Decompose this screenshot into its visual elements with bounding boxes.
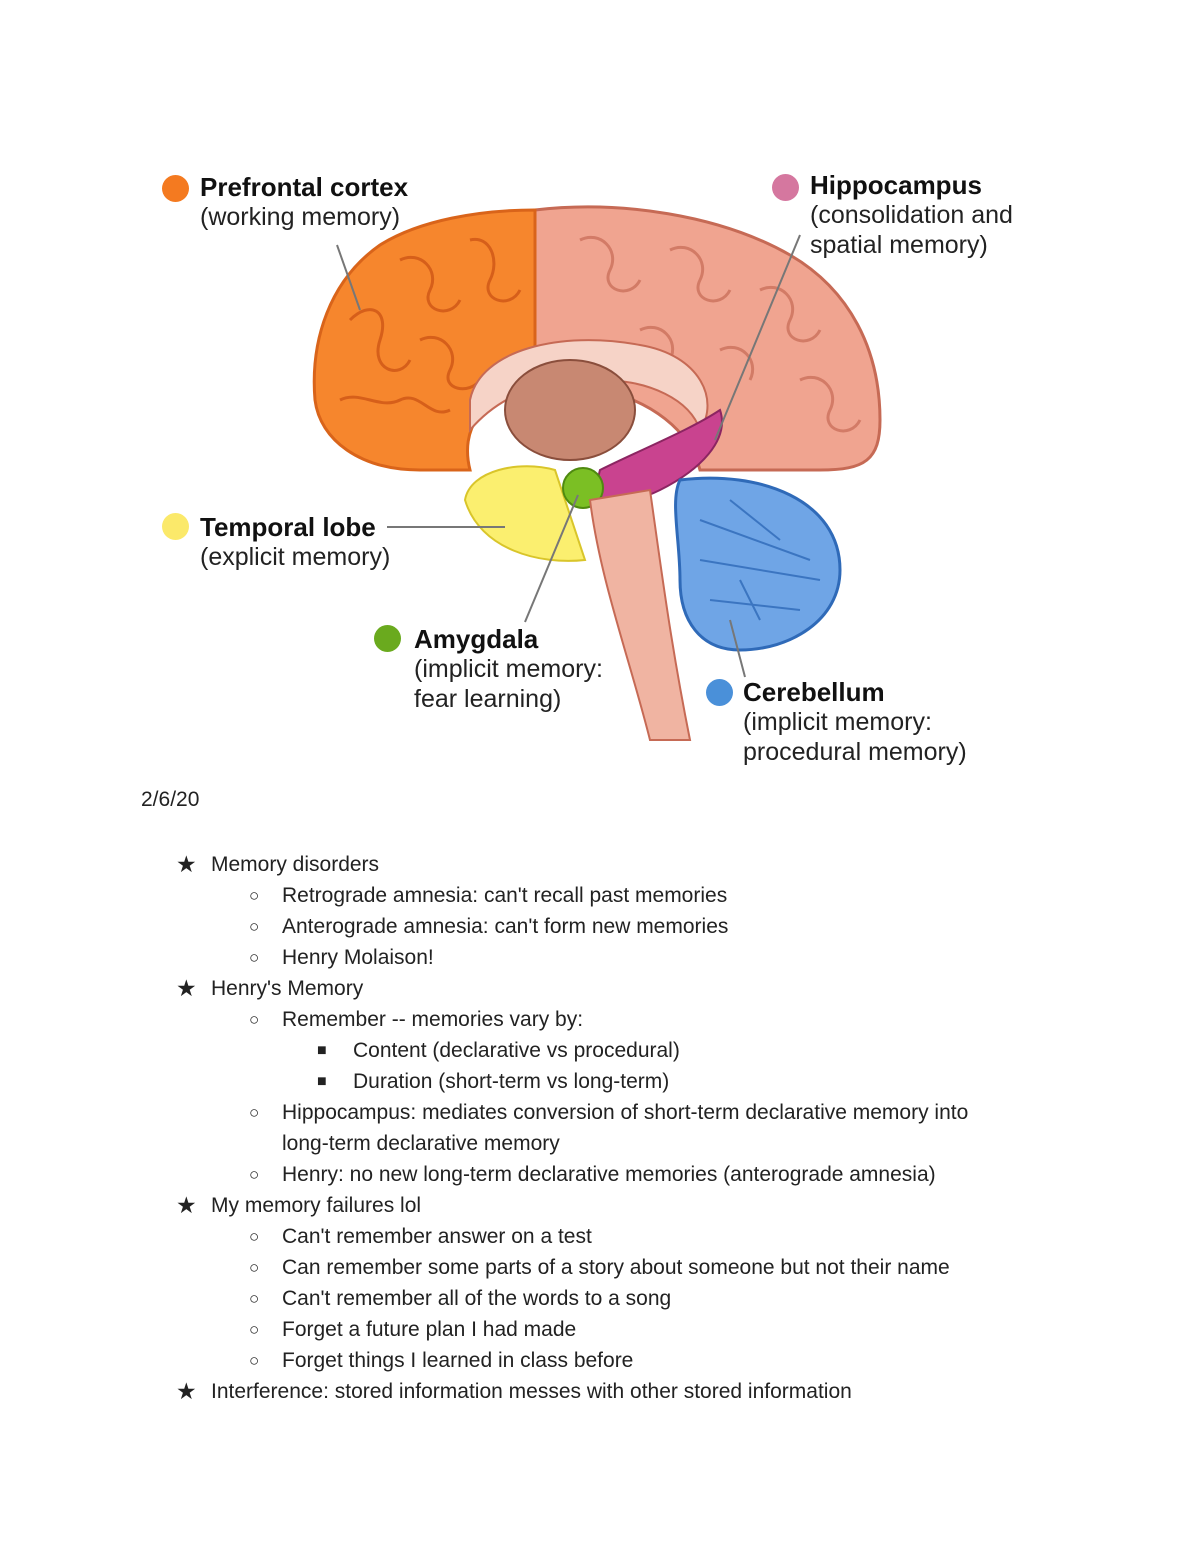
list-item: ★ Henry's Memory bbox=[0, 973, 1200, 1004]
list-item: ○ Can remember some parts of a story abou… bbox=[0, 1252, 1200, 1283]
brain-illustration bbox=[312, 205, 882, 741]
hippocampus-title: Hippocampus bbox=[810, 170, 982, 200]
cerebellum-folia bbox=[699, 499, 821, 621]
circle-bullet-icon: ○ bbox=[249, 1227, 260, 1246]
cerebellum-title: Cerebellum bbox=[743, 677, 885, 707]
cerebellum-desc-1: (implicit memory: bbox=[743, 708, 932, 736]
list-item: ○ Hippocampus: mediates conversion of sho… bbox=[0, 1097, 1200, 1128]
circle-bullet-icon: ○ bbox=[249, 1010, 260, 1029]
prefrontal-title: Prefrontal cortex bbox=[200, 172, 409, 202]
hippocampus-label: Hippocampus (consolidation and spatial m… bbox=[810, 170, 1013, 260]
cerebellum-label: Cerebellum (implicit memory: procedural … bbox=[743, 677, 967, 767]
brain-diagram: Prefrontal cortex (working memory) Hippo… bbox=[162, 170, 1013, 767]
circle-bullet-icon: ○ bbox=[249, 1351, 260, 1370]
amygdala-label: Amygdala (implicit memory: fear learning… bbox=[414, 624, 603, 714]
item-text: Retrograde amnesia: can't recall past me… bbox=[282, 884, 728, 907]
temporal-lobe-shape bbox=[463, 465, 587, 562]
item-text: Memory disorders bbox=[211, 853, 380, 876]
square-bullet-icon: ■ bbox=[317, 1042, 327, 1059]
item-text: Can't remember all of the words to a son… bbox=[282, 1287, 672, 1310]
temporal-label: Temporal lobe (explicit memory) bbox=[200, 512, 390, 572]
list-item: ★ Interference: stored information messes… bbox=[0, 1376, 1200, 1407]
star-bullet-icon: ★ bbox=[176, 1378, 197, 1404]
list-item: ○ Retrograde amnesia: can't recall past m… bbox=[0, 880, 1200, 911]
item-text: Anterograde amnesia: can't form new memo… bbox=[282, 915, 729, 938]
list-item: ○ Anterograde amnesia: can't form new mem… bbox=[0, 911, 1200, 942]
item-text: Henry: no new long-term declarative memo… bbox=[282, 1163, 936, 1186]
brainstem bbox=[588, 488, 692, 741]
circle-bullet-icon: ○ bbox=[249, 1289, 260, 1308]
item-text: Duration (short-term vs long-term) bbox=[353, 1070, 670, 1093]
item-text: Henry Molaison! bbox=[282, 946, 434, 969]
list-item-continuation: long-term declarative memory bbox=[0, 1128, 1200, 1159]
square-bullet-icon: ■ bbox=[317, 1073, 327, 1090]
prefrontal-desc: (working memory) bbox=[200, 203, 401, 231]
thalamus bbox=[504, 359, 636, 461]
circle-bullet-icon: ○ bbox=[249, 948, 260, 967]
list-item: ■ Duration (short-term vs long-term) bbox=[0, 1066, 1200, 1097]
hippocampus-dot bbox=[772, 174, 799, 201]
posterior-gyri bbox=[579, 235, 862, 433]
prefrontal-region bbox=[312, 208, 537, 472]
item-text: Can't remember answer on a test bbox=[282, 1225, 592, 1248]
item-text: Can remember some parts of a story about… bbox=[282, 1256, 950, 1279]
temporal-title: Temporal lobe bbox=[200, 512, 376, 542]
hippocampus-desc-1: (consolidation and bbox=[810, 201, 1013, 229]
amygdala-desc-2: fear learning) bbox=[414, 685, 562, 713]
amygdala-desc-1: (implicit memory: bbox=[414, 655, 603, 683]
list-item: ○ Can't remember answer on a test bbox=[0, 1221, 1200, 1252]
item-text: Content (declarative vs procedural) bbox=[353, 1039, 680, 1062]
circle-bullet-icon: ○ bbox=[249, 1103, 260, 1122]
leader-lines bbox=[336, 234, 801, 678]
list-item: ○ Can't remember all of the words to a so… bbox=[0, 1283, 1200, 1314]
prefrontal-dot bbox=[162, 175, 189, 202]
list-item: ★ Memory disorders bbox=[0, 849, 1200, 880]
hippocampus-desc-2: spatial memory) bbox=[810, 231, 988, 259]
prefrontal-gyri bbox=[339, 237, 522, 414]
list-item: ○ Forget a future plan I had made bbox=[0, 1314, 1200, 1345]
amygdala-shape bbox=[562, 467, 604, 509]
amygdala-dot bbox=[374, 625, 401, 652]
amygdala-title: Amygdala bbox=[414, 624, 539, 654]
list-item: ○ Henry: no new long-term declarative mem… bbox=[0, 1159, 1200, 1190]
star-bullet-icon: ★ bbox=[176, 851, 197, 877]
circle-bullet-icon: ○ bbox=[249, 917, 260, 936]
item-text: long-term declarative memory bbox=[282, 1132, 560, 1155]
item-text: Henry's Memory bbox=[211, 977, 364, 1000]
star-bullet-icon: ★ bbox=[176, 975, 197, 1001]
cerebellum-shape bbox=[674, 476, 842, 652]
circle-bullet-icon: ○ bbox=[249, 886, 260, 905]
list-item: ■ Content (declarative vs procedural) bbox=[0, 1035, 1200, 1066]
list-item: ○ Forget things I learned in class before bbox=[0, 1345, 1200, 1376]
item-text: My memory failures lol bbox=[211, 1194, 422, 1217]
note-date: 2/6/20 bbox=[141, 788, 200, 811]
temporal-dot bbox=[162, 513, 189, 540]
item-text: Remember -- memories vary by: bbox=[282, 1008, 584, 1031]
prefrontal-label: Prefrontal cortex (working memory) bbox=[200, 172, 408, 232]
item-text: Hippocampus: mediates conversion of shor… bbox=[282, 1101, 969, 1124]
circle-bullet-icon: ○ bbox=[249, 1258, 260, 1277]
circle-bullet-icon: ○ bbox=[249, 1320, 260, 1339]
list-item: ★ My memory failures lol bbox=[0, 1190, 1200, 1221]
item-text: Interference: stored information messes … bbox=[211, 1380, 852, 1403]
list-item: ○ Remember -- memories vary by: bbox=[0, 1004, 1200, 1035]
notes-list: ★ Memory disorders ○ Retrograde amnesia: c… bbox=[0, 849, 1200, 1407]
star-bullet-icon: ★ bbox=[176, 1192, 197, 1218]
item-text: Forget things I learned in class before bbox=[282, 1349, 634, 1372]
item-text: Forget a future plan I had made bbox=[282, 1318, 577, 1341]
circle-bullet-icon: ○ bbox=[249, 1165, 260, 1184]
list-item: ○ Henry Molaison! bbox=[0, 942, 1200, 973]
cerebellum-dot bbox=[706, 679, 733, 706]
temporal-desc: (explicit memory) bbox=[200, 543, 391, 571]
cerebellum-desc-2: procedural memory) bbox=[743, 738, 967, 766]
